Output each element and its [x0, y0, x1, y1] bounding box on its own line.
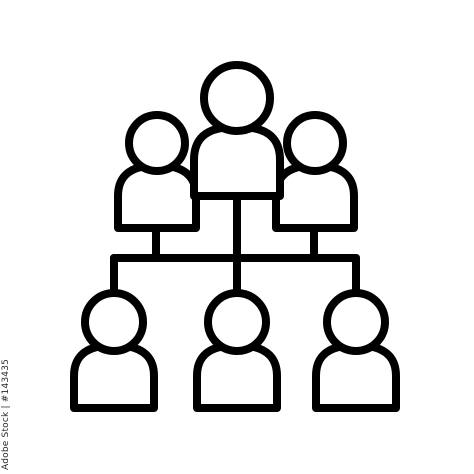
person-icon-bottom-center [193, 289, 281, 412]
person-icon-top-right [272, 111, 358, 232]
person-icon-bottom-right [312, 289, 400, 412]
person-icon-top-left [114, 111, 200, 232]
person-icon-bottom-left [70, 289, 158, 412]
hierarchy-connectors [110, 194, 360, 296]
person-icon-top-center [190, 61, 284, 200]
stock-id-watermark: Adobe Stock | #1434353673 [1, 360, 11, 470]
